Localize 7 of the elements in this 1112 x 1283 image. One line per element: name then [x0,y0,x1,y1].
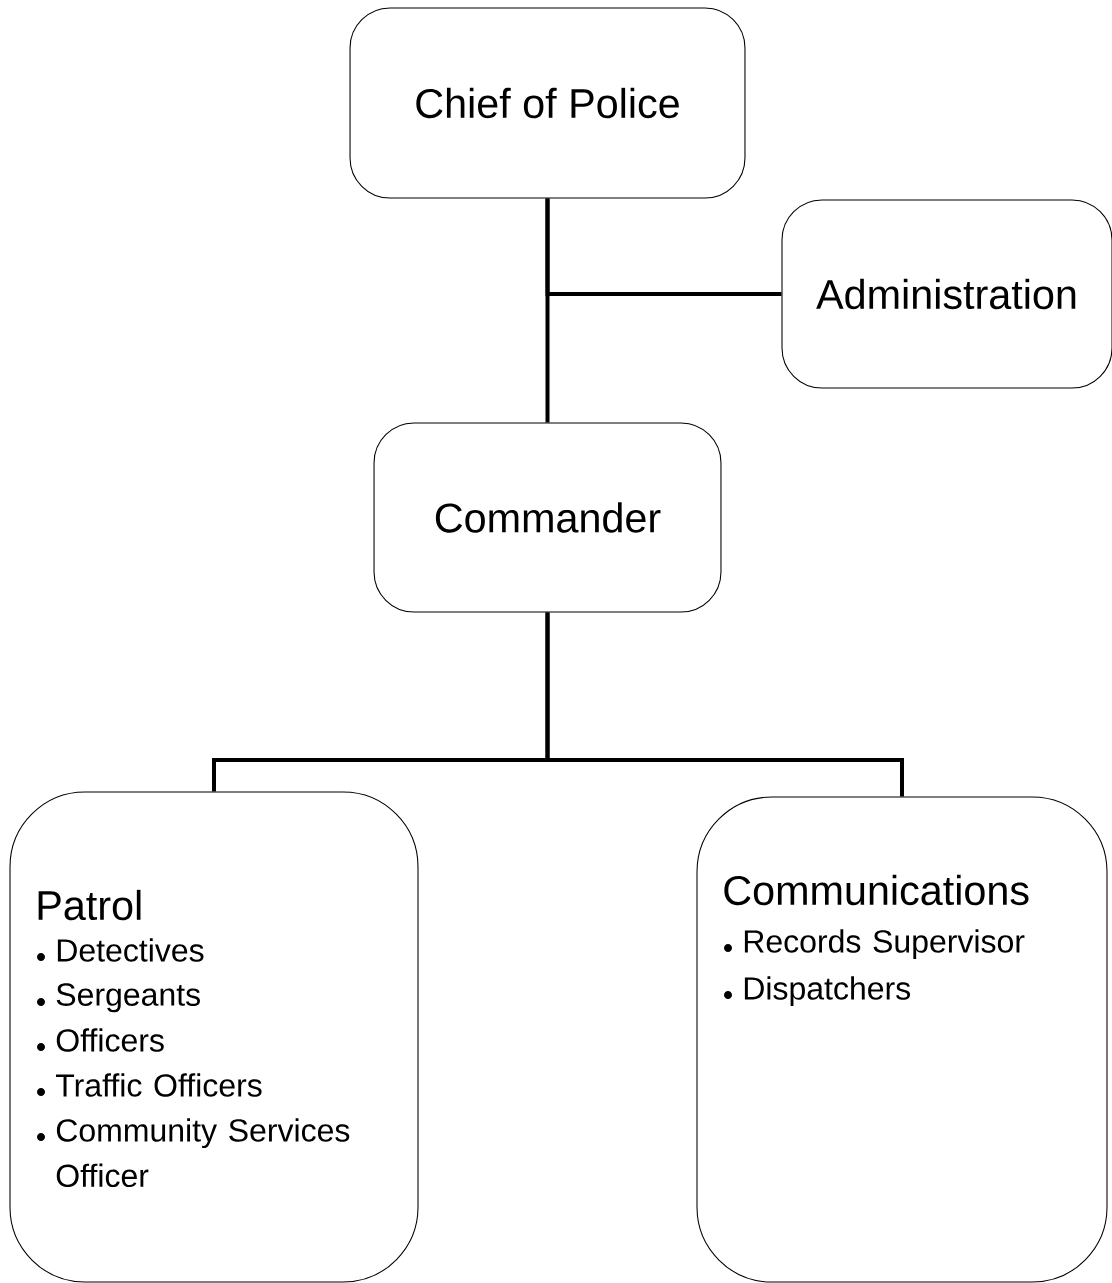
connector-line [545,612,904,797]
org-box: Administration [781,199,1112,389]
org-box: Chief of Police [349,7,746,199]
org-box: Communications Records Supervisor Dispatchers [696,796,1108,1283]
org-box: Commander [373,422,722,613]
org-box: Patrol Detectives Sergeants Officers Traffic Officers Community Services Officer [9,791,419,1283]
connector-line [545,198,782,296]
